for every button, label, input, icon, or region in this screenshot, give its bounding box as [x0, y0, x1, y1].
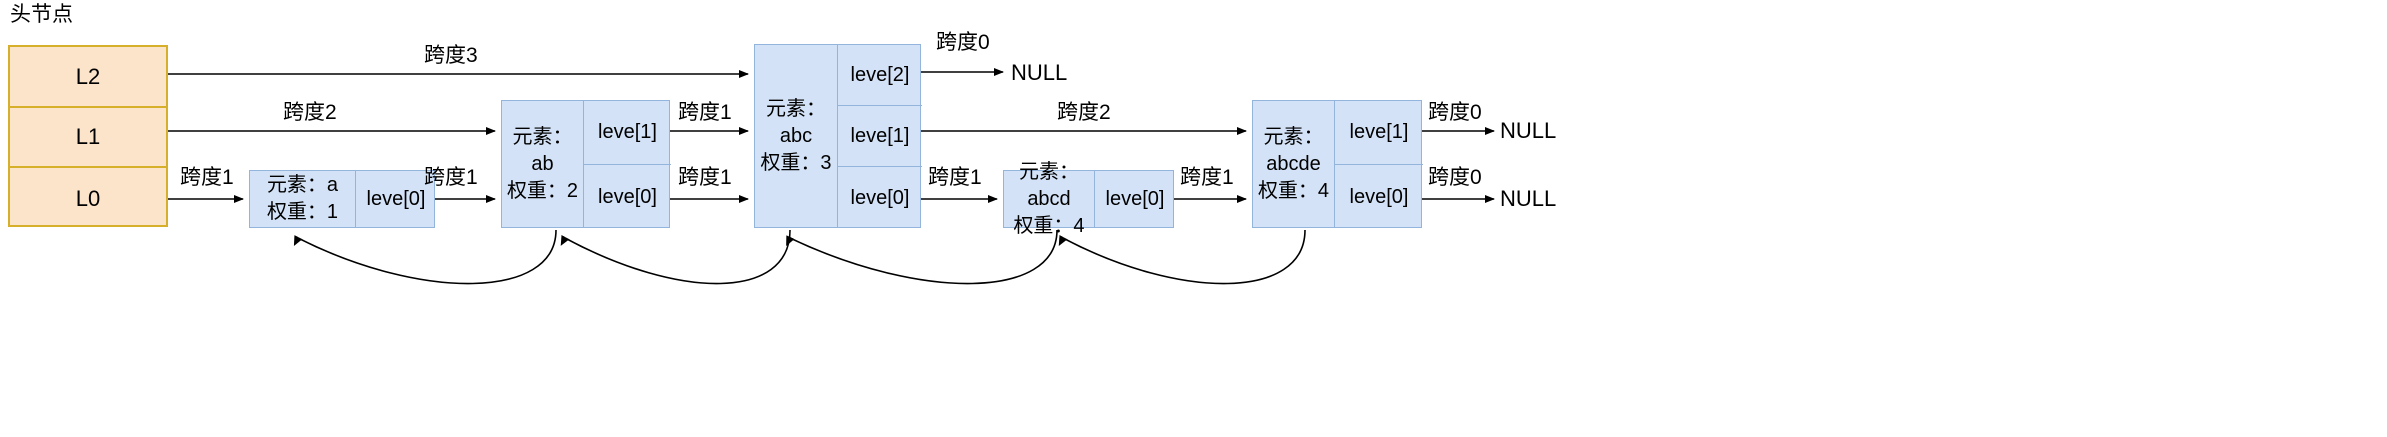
node-a-leve0[interactable]: leve[0] [366, 187, 426, 210]
node-a-info: 元素：a 权重：1 [250, 171, 356, 227]
node-ab-leve0[interactable]: leve[0] [598, 185, 657, 208]
node-ab-leve1[interactable]: leve[1] [584, 101, 671, 165]
head-level-l1[interactable]: L1 [10, 108, 166, 168]
null-label-l0: NULL [1500, 186, 1557, 211]
node-a-score: 权重：1 [266, 201, 339, 223]
node-abcd-score: 权重：4 [1013, 214, 1085, 237]
arrow-back-abcde-to-abcd [1058, 229, 1306, 285]
span-l0-ab-to-abc: 跨度1 [678, 166, 732, 189]
node-abcde-element-2: abcde [1266, 152, 1321, 175]
head-node[interactable]: L2 L1 L0 [8, 45, 168, 227]
span-l0-head-to-a: 跨度1 [180, 166, 234, 189]
span-l0-abcd-to-abcde: 跨度1 [1180, 166, 1234, 189]
node-a-element: 元素：a [266, 174, 339, 196]
head-level-l2[interactable]: L2 [10, 47, 166, 108]
node-abcde-score: 权重：4 [1257, 179, 1330, 202]
node-abcde[interactable]: 元素： abcde 权重：4 leve[1] leve[0] [1252, 100, 1423, 228]
span-l1-head-to-ab: 跨度2 [283, 101, 337, 124]
node-ab-element: 元素：ab [512, 125, 573, 175]
node-abcde-leve1[interactable]: leve[1] [1335, 101, 1423, 165]
page-title: 头节点 [10, 3, 73, 26]
node-abc-element: 元素：abc [766, 97, 826, 147]
node-abcd-element: 元素：abcd [1019, 160, 1079, 210]
node-abc-info: 元素：abc 权重：3 [755, 45, 838, 227]
span-l2-head-to-abc: 跨度3 [424, 44, 478, 67]
arrow-back-abc-to-ab [560, 229, 791, 285]
span-l1-abcde-to-null: 跨度0 [1428, 101, 1482, 124]
node-ab[interactable]: 元素：ab 权重：2 leve[1] leve[0] [501, 100, 671, 228]
node-abcd[interactable]: 元素：abcd 权重：4 leve[0] [1003, 161, 1174, 237]
node-abc[interactable]: 元素：abc 权重：3 leve[2] leve[1] leve[0] [754, 44, 922, 228]
node-abc-leve2[interactable]: leve[2] [838, 45, 922, 106]
span-l0-a-to-ab: 跨度1 [424, 166, 478, 189]
node-a[interactable]: 元素：a 权重：1 leve[0] [249, 170, 435, 228]
span-l1-abc-to-abcde: 跨度2 [1057, 101, 1111, 124]
span-l0-abcde-to-null: 跨度0 [1428, 166, 1482, 189]
node-abcde-element: 元素： [1263, 125, 1324, 148]
node-ab-info: 元素：ab 权重：2 [502, 101, 584, 227]
node-abc-leve0[interactable]: leve[0] [850, 186, 910, 209]
node-abc-leve1[interactable]: leve[1] [838, 106, 922, 167]
null-label-l2: NULL [1011, 60, 1068, 85]
node-abcde-leve0[interactable]: leve[0] [1349, 185, 1409, 208]
head-level-l0[interactable]: L0 [75, 185, 101, 211]
node-abcd-leve0[interactable]: leve[0] [1105, 187, 1165, 210]
span-l0-abc-to-abcd: 跨度1 [928, 166, 982, 189]
span-l2-abc-to-null: 跨度0 [936, 31, 990, 54]
arrow-back-ab-to-a [293, 229, 557, 285]
null-label-l1: NULL [1500, 118, 1557, 143]
node-abcd-info: 元素：abcd 权重：4 [1004, 161, 1095, 237]
node-ab-score: 权重：2 [506, 179, 579, 202]
span-l1-ab-to-abc: 跨度1 [678, 101, 732, 124]
node-abc-score: 权重：3 [760, 151, 832, 174]
node-abcde-info: 元素： abcde 权重：4 [1253, 101, 1335, 227]
